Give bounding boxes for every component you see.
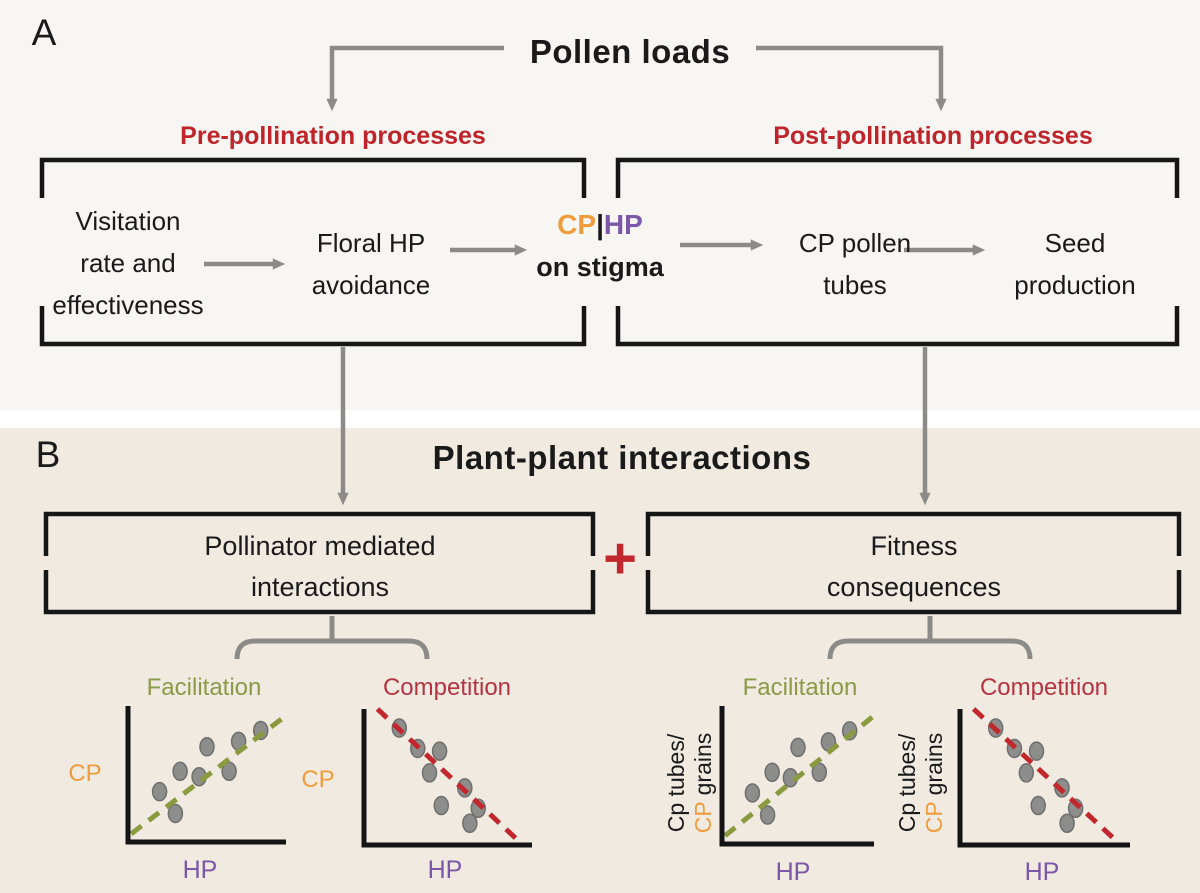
plot4-scatter — [957, 707, 1130, 848]
pollinator-mediated-box-text: Pollinator mediated interactions — [120, 526, 520, 608]
panel-a-label: A — [31, 12, 57, 53]
scatter-point — [1028, 741, 1045, 761]
node-seed-line1: Seed — [1044, 228, 1106, 258]
scatter-point — [764, 762, 780, 782]
trend-line-negative — [971, 707, 1119, 843]
scatter-point — [462, 813, 478, 833]
node-floral-hp-avoidance: Floral HP avoidance — [271, 222, 471, 306]
plot4-ylabel-cp: CP — [921, 801, 947, 834]
trend-line-positive — [129, 713, 288, 836]
plot1-facilitation-title: Facilitation — [146, 674, 262, 701]
node-tubes-line2: tubes — [823, 270, 887, 300]
node-visitation-line3: effectiveness — [52, 290, 204, 320]
brace-pollinator-plots — [234, 616, 430, 660]
plot3-ylabel-line2: CP grains — [690, 703, 717, 863]
scatter-point — [1018, 763, 1035, 783]
plot2-x-axis-label: HP — [427, 856, 463, 884]
plant-plant-interactions-title: Plant-plant interactions — [432, 439, 812, 476]
panel-divider — [0, 410, 1200, 428]
scatter-point — [811, 762, 828, 782]
plot-axes — [125, 706, 286, 845]
fitness-box-line1: Fitness — [870, 531, 958, 561]
fitness-consequences-box-text: Fitness consequences — [714, 526, 1114, 608]
pre-pollination-heading: Pre-pollination processes — [180, 122, 486, 150]
fitness-box-bracket — [645, 511, 1182, 615]
plot3-x-axis-label: HP — [775, 858, 811, 886]
plot4-ylabel-grains: grains — [921, 732, 947, 802]
panel-a-background — [0, 0, 1200, 410]
node-tubes-line1: CP pollen — [798, 228, 912, 258]
node-cp-pollen-tubes: CP pollen tubes — [755, 222, 955, 306]
plot2-scatter — [361, 707, 532, 848]
scatter-point — [199, 737, 215, 757]
plot3-ylabel-grains: grains — [690, 732, 716, 802]
arrow-pollen-to-post — [756, 45, 947, 112]
plus-sign: + — [603, 526, 637, 591]
trend-line-negative — [375, 707, 521, 843]
node-visitation-line2: rate and — [80, 248, 176, 278]
node-floral-line2: avoidance — [311, 270, 431, 300]
scatter-point — [167, 803, 184, 824]
scatter-point — [433, 795, 450, 816]
plot2-competition-title: Competition — [382, 674, 512, 701]
plot4-ylabel-line2: CP grains — [921, 703, 948, 863]
plot4-competition-title: Competition — [979, 674, 1109, 701]
scatter-point — [1059, 813, 1075, 833]
plot2-y-axis-label: CP — [301, 766, 335, 793]
scatter-point — [172, 761, 188, 782]
plot-axes — [361, 709, 532, 848]
node-floral-line1: Floral HP — [316, 228, 426, 258]
on-stigma-text: on stigma — [536, 252, 664, 282]
post-pollination-bracket — [615, 157, 1180, 347]
panel-b-label: B — [35, 434, 61, 475]
plot4-y-axis-label: Cp tubes/ CP grains — [894, 703, 948, 863]
plot4-x-axis-label: HP — [1024, 858, 1060, 886]
scatter-point — [421, 763, 438, 783]
scatter-point — [744, 783, 761, 803]
trend-line-positive — [723, 713, 876, 838]
plot-axes — [719, 706, 874, 847]
node-seed-line2: production — [1014, 270, 1136, 300]
plot3-ylabel-cp: CP — [690, 801, 716, 834]
plot3-ylabel-line1: Cp tubes/ — [663, 733, 689, 833]
scatter-point — [759, 805, 776, 825]
fitness-box-line2: consequences — [826, 572, 1002, 602]
pollinator-box-bracket — [43, 511, 596, 615]
node-cp-hp-stigma: CP|HP on stigma — [500, 210, 700, 283]
plot1-y-axis-label: CP — [68, 760, 102, 787]
arrow-pollen-to-pre — [326, 45, 504, 112]
panel-b-background — [0, 428, 1200, 893]
brace-fitness-plots — [827, 616, 1033, 660]
hp-text: HP — [603, 209, 643, 240]
scatter-point — [431, 741, 448, 761]
node-visitation-line1: Visitation — [75, 206, 181, 236]
pollinator-box-line2: interactions — [250, 572, 390, 602]
scatter-point — [221, 761, 237, 782]
plot3-y-axis-label: Cp tubes/ CP grains — [663, 703, 717, 863]
scatter-point — [790, 737, 806, 758]
cp-hp-line: CP|HP — [500, 210, 700, 240]
node-visitation: Visitation rate and effectiveness — [28, 200, 228, 326]
cp-text: CP — [557, 209, 597, 240]
plot-axes — [957, 709, 1130, 848]
figure-title-pollen-loads: Pollen loads — [529, 33, 731, 70]
plot3-facilitation-title: Facilitation — [742, 674, 858, 701]
plot4-ylabel-line1: Cp tubes/ — [894, 733, 920, 833]
scatter-point — [1030, 795, 1046, 816]
cp-hp-separator: | — [596, 209, 604, 240]
plot3-scatter — [719, 706, 876, 847]
plot1-scatter — [125, 706, 288, 845]
plot1-x-axis-label: HP — [182, 856, 218, 884]
pre-pollination-bracket — [39, 157, 587, 347]
pollinator-box-line1: Pollinator mediated — [204, 531, 436, 561]
node-seed-production: Seed production — [975, 222, 1175, 306]
post-pollination-heading: Post-pollination processes — [773, 122, 1093, 150]
scatter-point — [151, 781, 168, 802]
